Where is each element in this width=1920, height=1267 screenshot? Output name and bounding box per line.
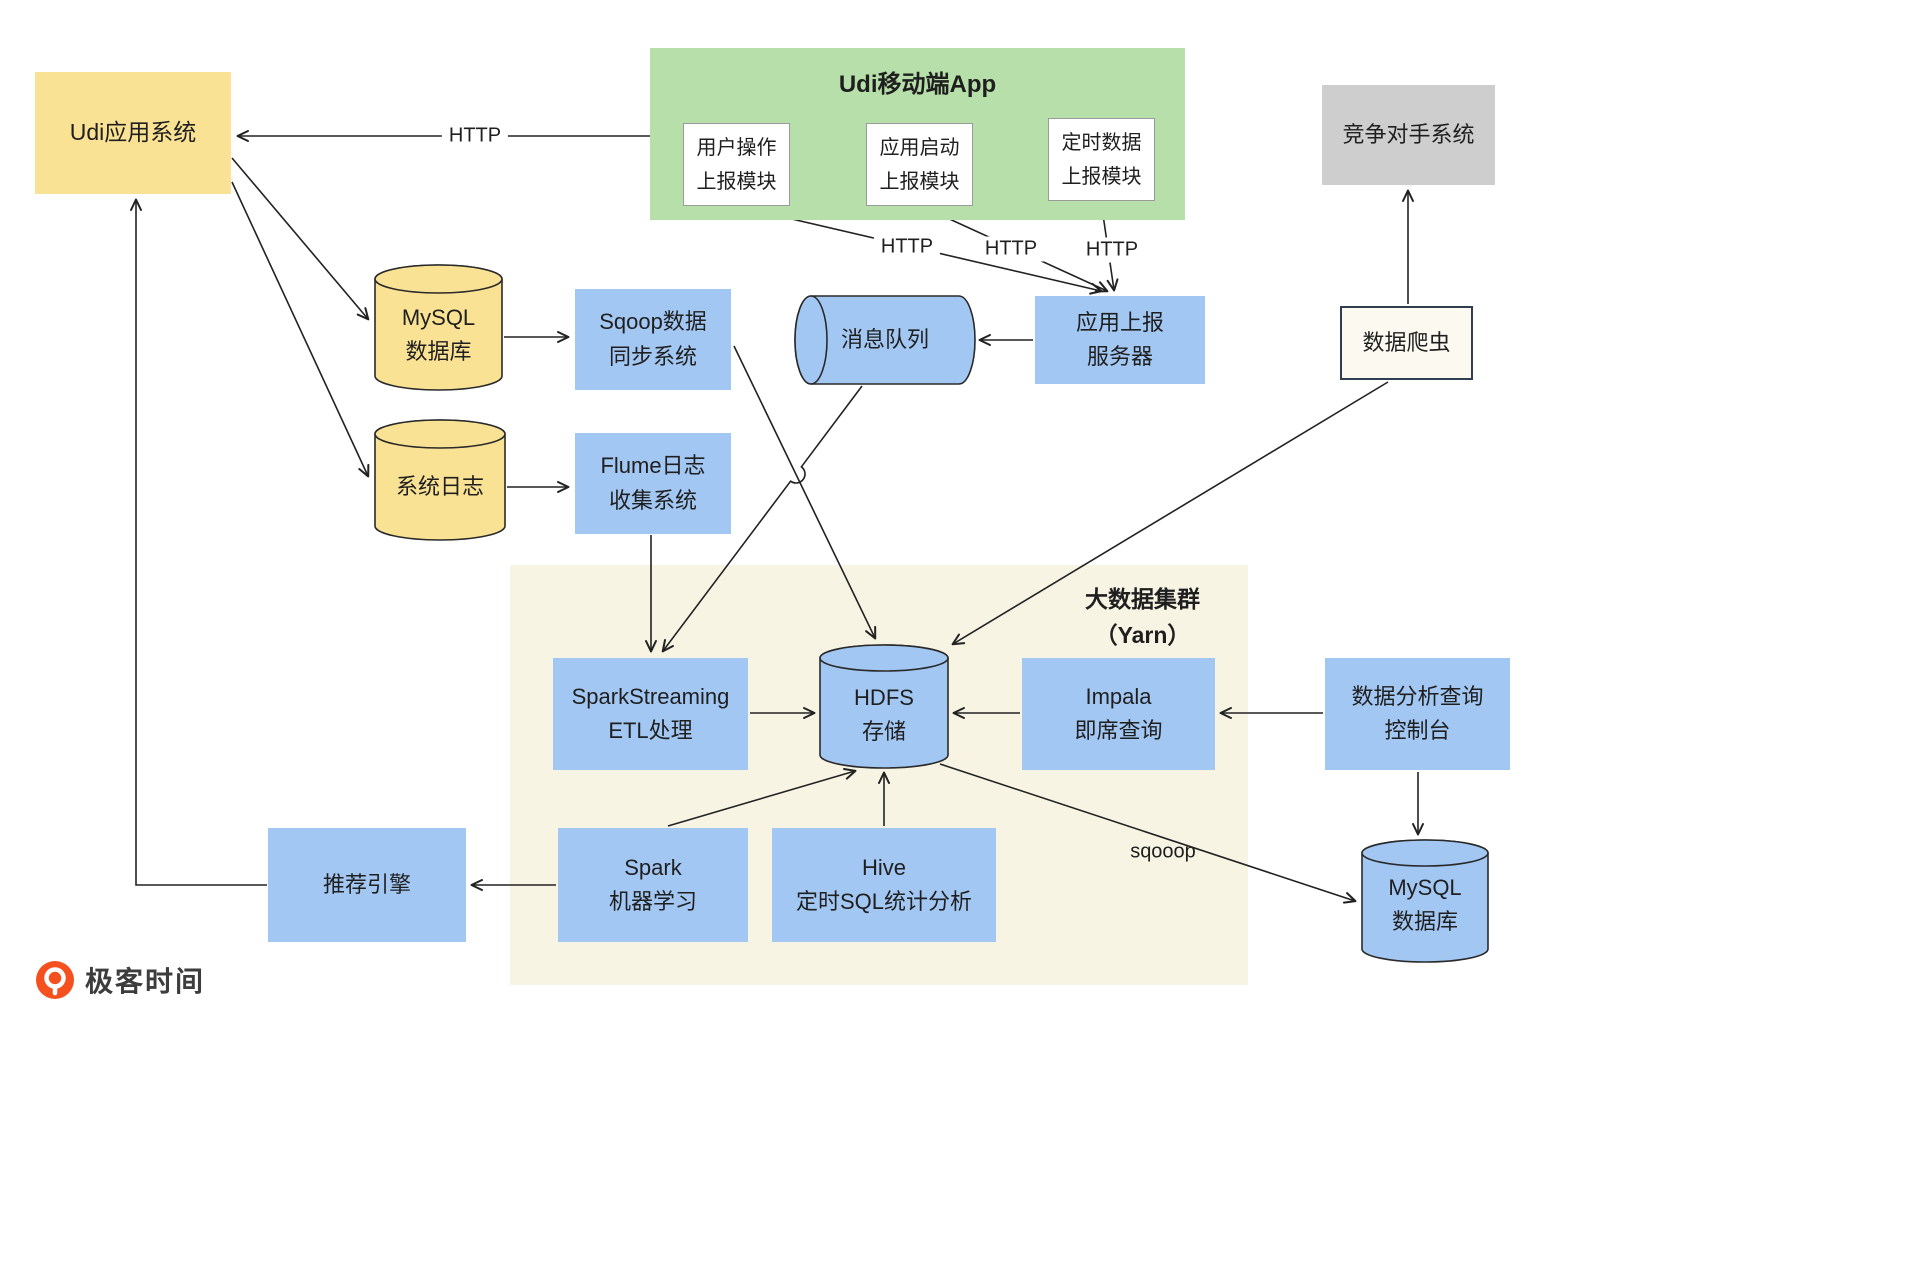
node-sqoop-sync: Sqoop数据 同步系统 [575, 289, 731, 390]
node-spark-ml: Spark 机器学习 [558, 828, 748, 942]
node-query-console: 数据分析查询 控制台 [1325, 658, 1510, 770]
geektime-logo-text: 极客时间 [85, 966, 206, 997]
node-udi-mobile-app-title: Udi移动端App [838, 71, 997, 98]
node-mysql-source-label: MySQL 数据库 [401, 304, 476, 364]
node-scheduled-report-module-label: 定时数据 上报模块 [1061, 131, 1142, 188]
edge-label-http-scheduled: HTTP [1078, 237, 1146, 263]
node-hive-label: Hive 定时SQL统计分析 [795, 854, 973, 914]
node-competitor-system-label: 竞争对手系统 [1342, 121, 1475, 147]
node-hive: Hive 定时SQL统计分析 [772, 828, 996, 942]
node-competitor-system: 竞争对手系统 [1322, 85, 1495, 185]
node-scheduled-report-module: 定时数据 上报模块 [1048, 118, 1155, 201]
system-logs-cylinder [374, 419, 506, 541]
node-recommendation-engine: 推荐引擎 [268, 828, 466, 942]
node-impala: Impala 即席查询 [1022, 658, 1215, 770]
edge-label-http-app-launch: HTTP [977, 236, 1045, 262]
message-queue-cylinder [794, 295, 976, 385]
node-user-action-report-module: 用户操作 上报模块 [683, 123, 790, 206]
geektime-logo-icon [36, 961, 74, 999]
edge-recommend-to-udiapp [130, 198, 267, 886]
node-udi-app-system-label: Udi应用系统 [69, 119, 197, 146]
node-flume-collect-label: Flume日志 收集系统 [600, 453, 706, 513]
edge-label-http-main: HTTP [441, 123, 509, 149]
node-recommendation-engine-label: 推荐引擎 [322, 871, 411, 897]
node-data-crawler: 数据爬虫 [1340, 306, 1473, 380]
geektime-logo: 极客时间 [35, 960, 205, 1000]
hdfs-cylinder [819, 644, 949, 769]
node-spark-streaming: SparkStreaming ETL处理 [553, 658, 748, 770]
node-app-report-server-label: 应用上报 服务器 [1075, 309, 1164, 369]
edge-udiapp-to-syslog [231, 181, 370, 478]
node-user-action-report-module-label: 用户操作 上报模块 [696, 136, 777, 193]
node-udi-mobile-app: Udi移动端App 用户操作 上报模块 应用启动 上报模块 定时数据 上报模块 [650, 48, 1185, 220]
edge-mq-to-sparkstreaming [661, 385, 863, 653]
node-spark-streaming-label: SparkStreaming ETL处理 [571, 683, 730, 743]
mysql-result-cylinder [1361, 839, 1489, 963]
edge-udiapp-to-mysql [231, 157, 370, 321]
edge-sparkml-to-hdfs [667, 768, 857, 827]
node-flume-collect: Flume日志 收集系统 [575, 433, 731, 534]
node-spark-ml-label: Spark 机器学习 [608, 854, 697, 914]
node-app-report-server: 应用上报 服务器 [1035, 296, 1205, 384]
edge-label-http-user-action: HTTP [873, 234, 941, 260]
node-hdfs-label: HDFS 存储 [854, 684, 914, 744]
node-app-launch-report-module-label: 应用启动 上报模块 [879, 136, 960, 193]
edge-label-sqoop-export: sqooop [1130, 840, 1196, 863]
edge-hdfs-to-mysqlresult [939, 763, 1357, 904]
node-query-console-label: 数据分析查询 控制台 [1351, 683, 1484, 743]
edge-sqoop-to-hdfs [733, 345, 877, 640]
node-impala-label: Impala 即席查询 [1074, 683, 1163, 743]
node-data-crawler-label: 数据爬虫 [1362, 329, 1451, 355]
big-data-cluster-label: 大数据集群 （Yarn） [1085, 586, 1200, 648]
node-mysql-result-label: MySQL 数据库 [1388, 874, 1462, 934]
node-app-launch-report-module: 应用启动 上报模块 [866, 123, 973, 206]
node-udi-app-system: Udi应用系统 [35, 72, 231, 194]
edge-crawler-to-hdfs [951, 381, 1389, 646]
node-system-logs-label: 系统日志 [395, 474, 484, 500]
node-message-queue-label: 消息队列 [840, 326, 929, 352]
node-sqoop-sync-label: Sqoop数据 同步系统 [599, 309, 707, 369]
mysql-source-cylinder [374, 264, 503, 391]
